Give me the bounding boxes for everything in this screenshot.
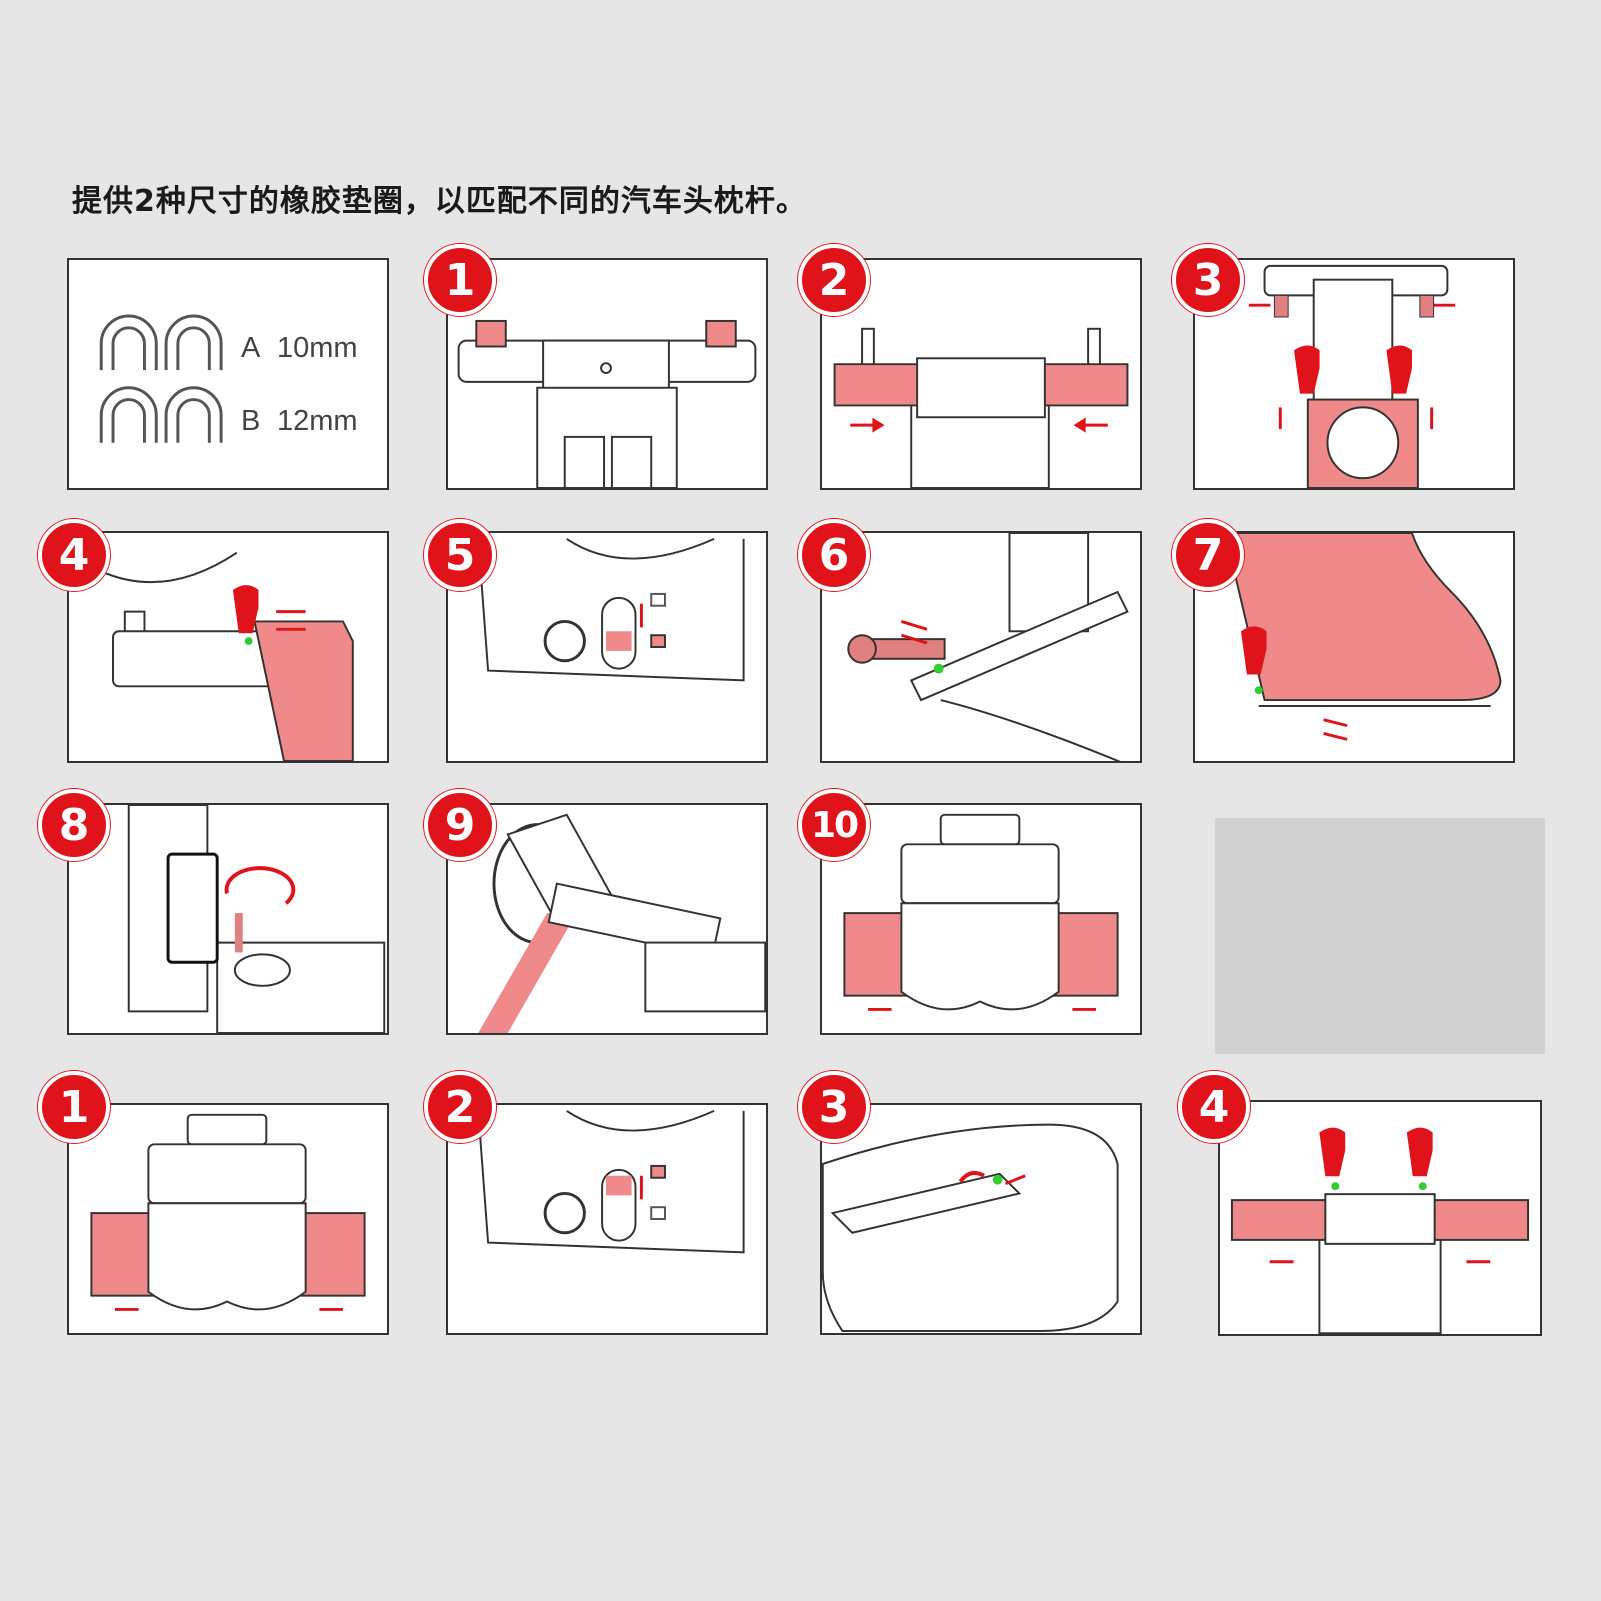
knob-illustration bbox=[847, 533, 1129, 761]
removal-badge: 4 bbox=[1178, 1071, 1250, 1143]
step-badge: 6 bbox=[798, 519, 870, 591]
unlock-slider-illustration bbox=[477, 1109, 745, 1254]
step-badge: 7 bbox=[1172, 519, 1244, 591]
step-badge: 4 bbox=[38, 519, 110, 591]
removal-panel-1 bbox=[67, 1103, 389, 1335]
removal-badge: 3 bbox=[798, 1071, 870, 1143]
page-caption: 提供2种尺寸的橡胶垫圈，以匹配不同的汽车头枕杆。 bbox=[72, 184, 807, 219]
step-panel-10 bbox=[820, 803, 1142, 1035]
headrest-post-illustration bbox=[478, 813, 766, 1033]
step-badge: 9 bbox=[424, 789, 496, 861]
step-badge: 10 bbox=[798, 789, 870, 861]
grommet-a-letter: A bbox=[241, 332, 261, 364]
removal-badge: 1 bbox=[38, 1071, 110, 1143]
empty-placeholder-panel bbox=[1215, 818, 1545, 1054]
step-panel-8 bbox=[67, 803, 389, 1035]
step-panel-3 bbox=[1193, 258, 1515, 490]
grommet-b-size: 12mm bbox=[277, 405, 358, 437]
grommet-right bbox=[705, 319, 737, 348]
step-panel-4 bbox=[67, 531, 389, 763]
step-panel-2 bbox=[820, 258, 1142, 490]
tray-extend-illustration bbox=[843, 813, 1119, 1011]
lock-slider-illustration bbox=[477, 537, 745, 682]
removal-panel-2 bbox=[446, 1103, 768, 1335]
step-panel-6 bbox=[820, 531, 1142, 763]
bracket-illustration bbox=[457, 319, 757, 488]
grommet-illustration bbox=[99, 314, 223, 443]
cup-holder-illustration bbox=[127, 805, 386, 1033]
step-badge: 3 bbox=[1172, 244, 1244, 316]
grommet-panel: A 10mm B 12mm bbox=[67, 258, 389, 490]
rotate-icon bbox=[543, 619, 586, 663]
step-badge: 1 bbox=[424, 244, 496, 316]
removal-badge: 2 bbox=[424, 1071, 496, 1143]
hand-pointer-icon bbox=[1294, 345, 1320, 394]
removal-panel-3 bbox=[820, 1103, 1142, 1335]
press-illustration bbox=[1248, 264, 1456, 488]
step-panel-1 bbox=[446, 258, 768, 490]
step-badge: 8 bbox=[38, 789, 110, 861]
step-panel-7 bbox=[1193, 531, 1515, 763]
removal-panel-4 bbox=[1218, 1100, 1542, 1336]
step-panel-9 bbox=[446, 803, 768, 1035]
step-badge: 5 bbox=[424, 519, 496, 591]
step-badge: 2 bbox=[798, 244, 870, 316]
slide-illustration bbox=[833, 327, 1129, 488]
grommet-a-size: 10mm bbox=[277, 332, 358, 364]
grommet-left bbox=[475, 319, 507, 348]
grommet-b-letter: B bbox=[241, 405, 261, 437]
detach-illustration bbox=[1230, 1127, 1530, 1334]
lock-icon bbox=[650, 634, 666, 648]
clip-illustration bbox=[69, 551, 354, 761]
tray-retract-illustration bbox=[90, 1113, 366, 1311]
tray-slide-illustration bbox=[1224, 533, 1502, 741]
unlock-icon bbox=[650, 592, 666, 607]
step-panel-5 bbox=[446, 531, 768, 763]
release-clip-illustration bbox=[822, 1123, 1119, 1333]
